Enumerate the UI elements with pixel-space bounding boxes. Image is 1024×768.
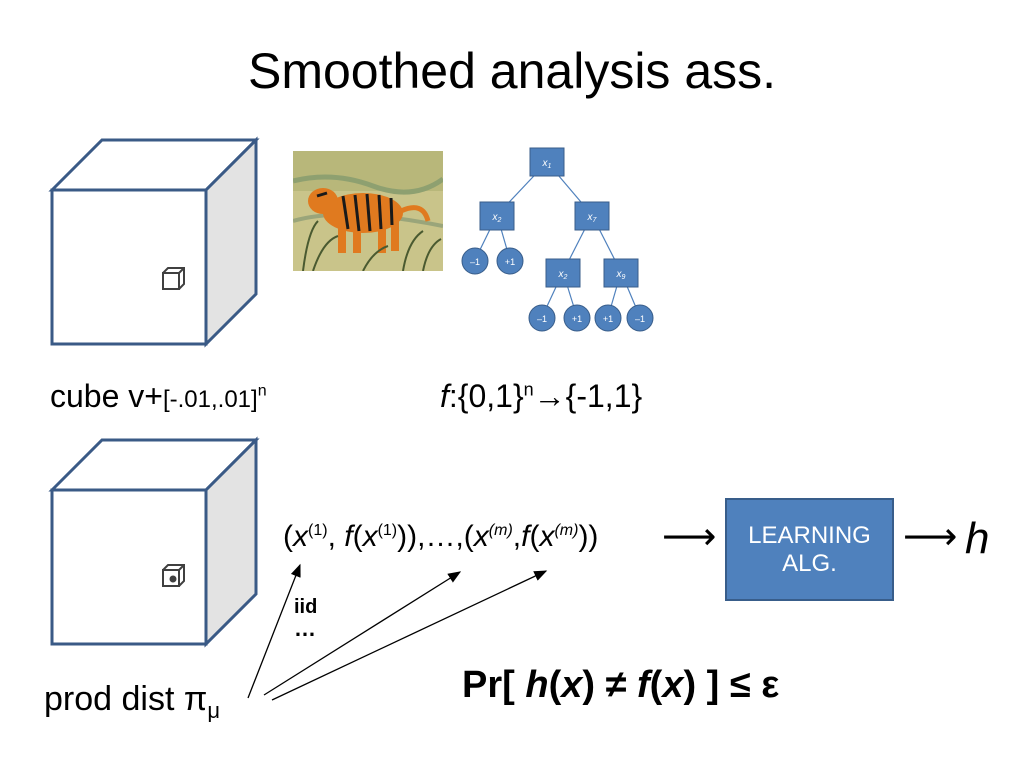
tree-leaf xyxy=(461,247,489,275)
sampling-arrows xyxy=(247,563,548,701)
error-bound-formula: Pr[ h(x) ≠ f(x) ] ≤ ε xyxy=(462,664,780,706)
decision-tree-diagram: x1 x2 x7 x2 x9 –1 +1 –1 +1 +1 –1 xyxy=(461,147,654,332)
tree-leaf xyxy=(528,304,556,332)
cube-icon xyxy=(48,136,260,348)
hypothesis-label: h xyxy=(965,514,990,563)
tree-node-label: x2 xyxy=(558,269,568,281)
tree-node-label: x7 xyxy=(587,212,598,224)
tree-node xyxy=(574,201,610,231)
small-cube-with-point-icon xyxy=(162,564,185,587)
tree-node xyxy=(479,201,515,231)
product-distribution-label: prod dist πμ xyxy=(44,680,220,723)
tree-leaf xyxy=(496,247,524,275)
tree-node xyxy=(545,258,581,288)
tree-node xyxy=(529,147,565,177)
iid-label: iid xyxy=(294,596,318,618)
tree-leaf-label: +1 xyxy=(603,314,613,324)
learning-box-line2: ALG. xyxy=(782,549,837,577)
tiger-image xyxy=(293,151,443,271)
tree-leaf-label: +1 xyxy=(505,257,515,267)
function-label: f:{0,1}n→{-1,1} xyxy=(440,378,643,414)
tree-node xyxy=(603,258,639,288)
tree-node-label: x1 xyxy=(542,158,552,170)
tree-leaf xyxy=(594,304,622,332)
tree-leaf-label: +1 xyxy=(572,314,582,324)
arrow-right-icon: ⟶ xyxy=(662,516,717,558)
ellipsis-label: … xyxy=(294,616,316,641)
sample-sequence: (x(1), f(x(1))),…,(x(m),f(x(m))) xyxy=(283,520,599,553)
tree-leaf xyxy=(626,304,654,332)
learning-box-line1: LEARNING xyxy=(748,521,871,549)
slide-title: Smoothed analysis ass. xyxy=(247,43,777,99)
arrow-right-icon: ⟶ xyxy=(903,516,958,558)
cube-label: cube v+[-.01,.01]n xyxy=(50,378,267,414)
tree-node-label: x2 xyxy=(492,212,502,224)
tree-leaf xyxy=(563,304,591,332)
tree-leaf-label: –1 xyxy=(537,314,547,324)
learning-algorithm-box: LEARNING ALG. xyxy=(725,498,894,601)
cube-icon xyxy=(48,436,260,648)
tree-node-label: x9 xyxy=(616,269,626,281)
tree-leaf-label: –1 xyxy=(470,257,480,267)
tree-leaf-label: –1 xyxy=(635,314,645,324)
small-cube-icon xyxy=(162,267,185,290)
